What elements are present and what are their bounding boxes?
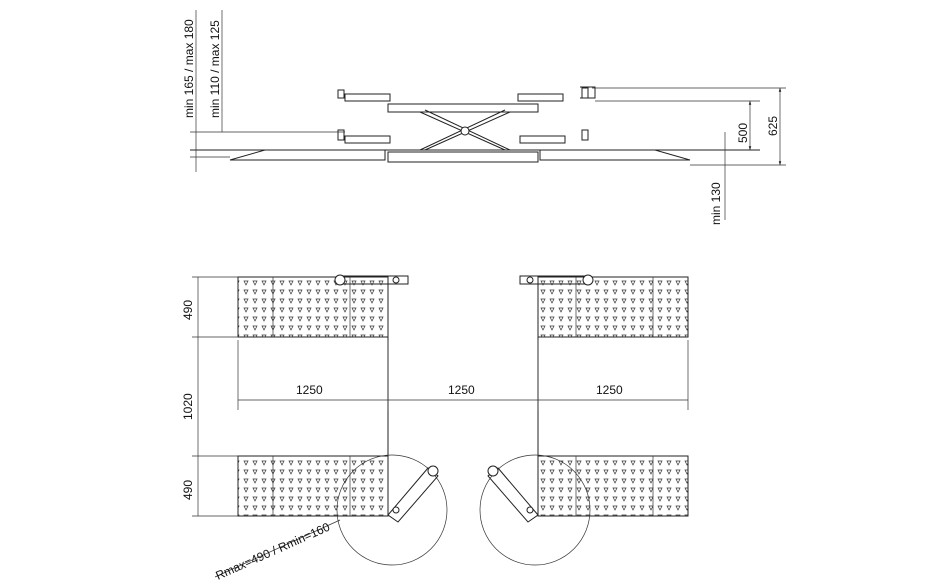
bottom-arm-left-pin [392, 506, 400, 514]
bottom-arm-right-pin [526, 506, 534, 514]
upper-pad-left [337, 89, 345, 99]
dim-1250-left-label: 1250 [296, 383, 323, 397]
scissor-pivot [460, 126, 470, 136]
top-view: 490 1020 490 1250 1250 1250 Rmax=490 / R… [181, 274, 689, 583]
dim-500-label: 500 [736, 123, 750, 143]
min-clearance-label: min 130 [709, 182, 723, 225]
right-ramp [539, 149, 691, 161]
dim-1250-middle-label: 1250 [448, 383, 475, 397]
height-label-2: min 110 / max 125 [208, 20, 222, 118]
left-ramp [229, 149, 386, 161]
bottom-arm-right [487, 467, 539, 523]
lower-arm-left [344, 135, 391, 144]
dim-1020-label: 1020 [181, 393, 195, 420]
lower-arm-right [519, 135, 566, 144]
dim-1250-right-label: 1250 [596, 383, 623, 397]
lower-pad-right [581, 129, 589, 141]
runway-top-left [237, 276, 389, 338]
dim-490-bottom-label: 490 [181, 480, 195, 500]
radius-leader [214, 519, 341, 578]
bottom-arm-left [387, 467, 439, 523]
top-arm-left-pin [392, 276, 400, 284]
bottom-arm-right-pad [487, 465, 499, 477]
upper-platform [387, 103, 539, 113]
side-view: min 165 / max 180 min 110 / max 125 500 … [182, 10, 786, 225]
runway-bottom-left [237, 455, 389, 517]
upper-pad-right [581, 87, 589, 99]
dim-490-top-label: 490 [181, 300, 195, 320]
swing-radius-right [479, 454, 591, 566]
dim-625-label: 625 [766, 116, 780, 136]
upper-arm-left [344, 93, 391, 102]
bottom-arm-left-pad [427, 465, 439, 477]
runway-top-right [537, 276, 689, 338]
upper-arm-right [517, 93, 564, 102]
base-frame [387, 151, 539, 163]
radius-label: Rmax=490 / Rmin=160 [214, 520, 333, 583]
top-arm-right-pin [526, 276, 534, 284]
top-arm-right-pad [582, 274, 594, 286]
upper-ramp-right [580, 86, 596, 99]
lower-pad-left [337, 129, 345, 141]
swing-radius-left [336, 454, 448, 566]
top-arm-left-pad [334, 274, 346, 286]
runway-bottom-right [537, 455, 689, 517]
height-label-1: min 165 / max 180 [182, 19, 196, 118]
